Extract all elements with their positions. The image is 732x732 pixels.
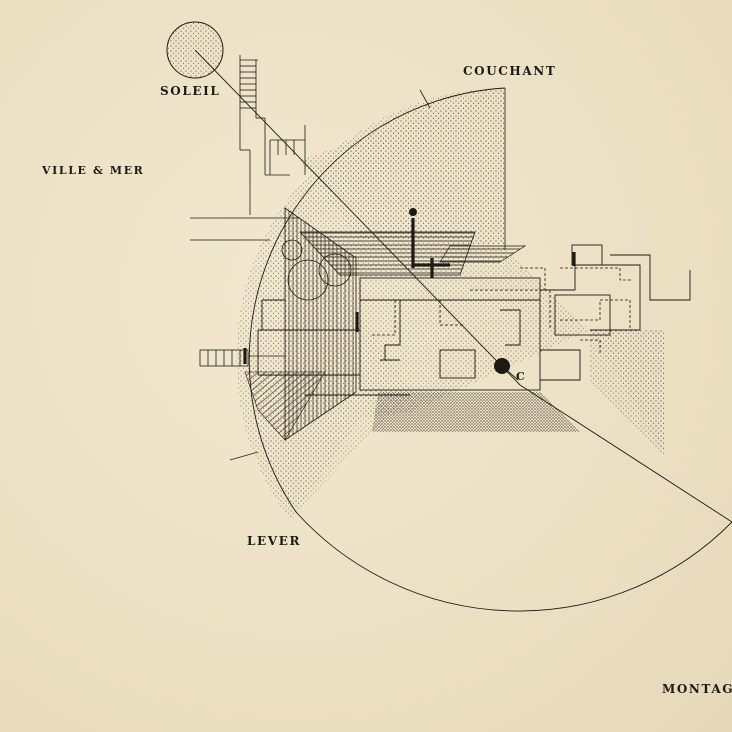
stair-element: [199, 349, 285, 367]
sun-arc-lower: [295, 511, 732, 612]
couchant-label: COUCHANT: [463, 64, 557, 78]
point-c-label: C: [516, 370, 527, 383]
soleil-label: SOLEIL: [160, 84, 221, 98]
lever-label: LEVER: [247, 534, 302, 548]
guide-lines: [190, 89, 431, 461]
dashed-paths: [372, 267, 632, 355]
right-shading: [590, 330, 665, 458]
terrace-dense-shading: [372, 392, 580, 432]
sun-ray-line: [194, 49, 521, 386]
axis-line: [519, 384, 732, 523]
bold-markers: [243, 218, 576, 364]
sun-arc-upper: [248, 87, 506, 513]
montagne-label: MONTAG: [662, 682, 732, 696]
hatched-diagonal: [244, 371, 326, 441]
scale-ladder: [239, 55, 306, 215]
sun-sector-upper-shading: [300, 88, 505, 245]
building-plan: [257, 244, 691, 396]
ville-mer-label: VILLE & MER: [42, 164, 145, 177]
